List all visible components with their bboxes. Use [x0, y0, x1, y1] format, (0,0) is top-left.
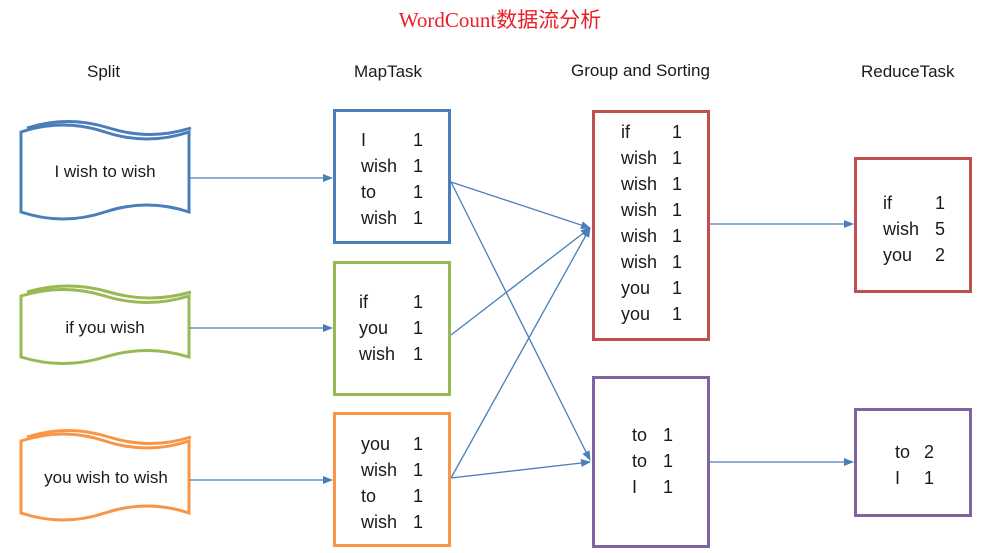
count: 5	[935, 219, 946, 239]
word: wish	[361, 460, 398, 480]
count: 2	[935, 245, 946, 265]
count: 1	[413, 434, 424, 454]
count: 1	[663, 477, 674, 497]
word: wish	[361, 208, 398, 228]
word: wish	[621, 148, 658, 168]
word: wish	[621, 226, 658, 246]
arrow-map-0-to-group-1	[450, 181, 591, 461]
arrow-map-2-to-group-0	[450, 227, 591, 479]
word: I	[895, 468, 901, 488]
word: wish	[359, 344, 396, 364]
header-group-and-sorting: Group and Sorting	[571, 61, 710, 80]
word: to	[632, 451, 648, 471]
count: 1	[413, 486, 424, 506]
count: 1	[413, 156, 424, 176]
maptask-box-1: if 1 you 1 wish 1	[333, 261, 451, 396]
count: 1	[672, 122, 683, 142]
word: to	[361, 182, 377, 202]
count: 1	[413, 292, 424, 312]
word: if	[359, 292, 368, 312]
reduce-box-1: to 2 I 1	[854, 408, 972, 517]
count: 1	[672, 200, 683, 220]
word: you	[621, 304, 651, 324]
word: wish	[621, 174, 658, 194]
diagram-title: WordCount数据流分析	[398, 8, 602, 32]
word: if	[883, 193, 892, 213]
count: 1	[672, 304, 683, 324]
group-box-0: if 1 wish 1 wish 1 wish 1 wish 1 wish 1 you 1 y…	[592, 110, 710, 341]
word: wish	[361, 156, 398, 176]
count: 1	[413, 318, 424, 338]
word: to	[632, 425, 648, 445]
split-text-0: I wish to wish	[54, 162, 156, 181]
word: you	[361, 434, 391, 454]
count: 1	[672, 174, 683, 194]
count: 1	[413, 344, 424, 364]
split-text-2: you wish to wish	[44, 468, 168, 487]
word: you	[359, 318, 389, 338]
count: 1	[413, 512, 424, 532]
arrow-map-1-to-group-0	[450, 227, 591, 336]
header-maptask: MapTask	[354, 62, 423, 81]
word: you	[621, 278, 651, 298]
word: if	[621, 122, 630, 142]
maptask-box-0: I 1 wish 1 to 1 wish 1	[333, 109, 451, 244]
word: to	[895, 442, 911, 462]
word: wish	[621, 252, 658, 272]
group-box-1: to 1 to 1 I 1	[592, 376, 710, 548]
count: 1	[672, 148, 683, 168]
word: wish	[361, 512, 398, 532]
count: 1	[413, 182, 424, 202]
split-shape-1	[19, 284, 192, 365]
word: wish	[883, 219, 920, 239]
count: 1	[672, 252, 683, 272]
split-shape-2	[19, 429, 192, 522]
count: 2	[924, 442, 935, 462]
word: wish	[621, 200, 658, 220]
split-shape-0	[19, 120, 192, 221]
count: 1	[672, 278, 683, 298]
split-text-1: if you wish	[65, 318, 145, 337]
count: 1	[663, 425, 674, 445]
word: to	[361, 486, 377, 506]
word: I	[361, 130, 367, 150]
word: you	[883, 245, 913, 265]
reduce-box-0: if 1 wish 5 you 2	[854, 157, 972, 293]
word: I	[632, 477, 638, 497]
maptask-box-2: you 1 wish 1 to 1 wish 1	[333, 412, 451, 547]
arrow-map-0-to-group-0	[450, 181, 591, 229]
count: 1	[935, 193, 946, 213]
count: 1	[672, 226, 683, 246]
count: 1	[663, 451, 674, 471]
header-split: Split	[87, 62, 121, 81]
count: 1	[413, 208, 424, 228]
count: 1	[924, 468, 935, 488]
arrow-map-2-to-group-1	[450, 459, 591, 479]
count: 1	[413, 130, 424, 150]
header-reducetask: ReduceTask	[861, 62, 955, 81]
count: 1	[413, 460, 424, 480]
